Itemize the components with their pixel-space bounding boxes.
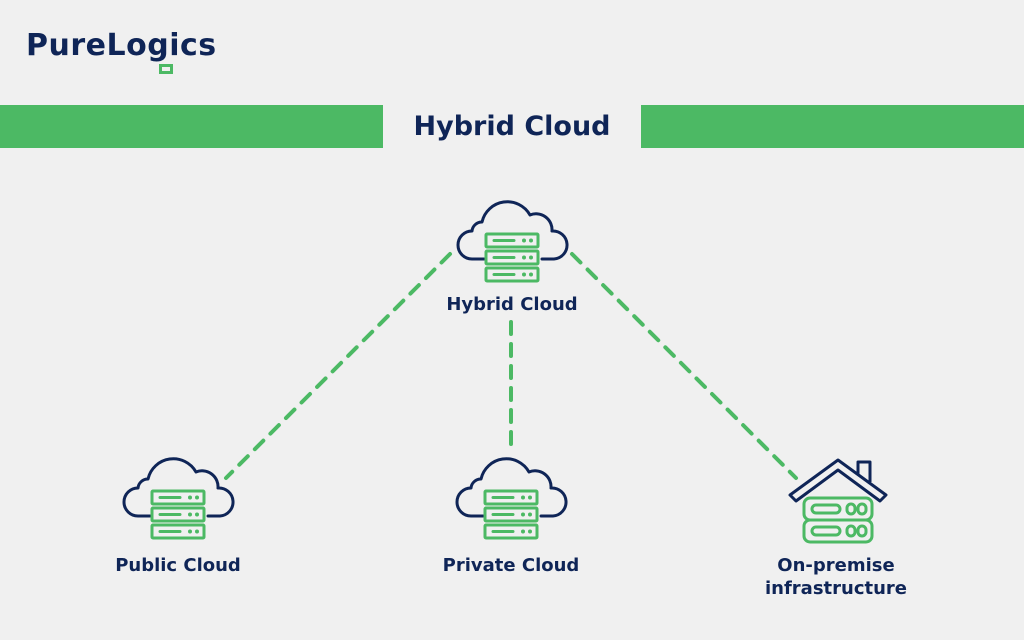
on-premise-label-line2: infrastructure xyxy=(764,578,908,599)
logo-text: PureLogics xyxy=(26,28,217,63)
hub-cloud-server-icon xyxy=(456,200,569,283)
on-premise-label-line1: On-premise xyxy=(777,555,895,576)
page-title: Hybrid Cloud xyxy=(413,111,611,142)
hub-label: Hybrid Cloud xyxy=(446,294,578,315)
banner-bar-right xyxy=(641,105,1024,148)
connector-on-premise xyxy=(570,252,798,480)
private-cloud-server-icon xyxy=(455,457,568,540)
public-cloud-server-icon xyxy=(122,457,235,540)
banner-bar-left xyxy=(0,105,383,148)
private-cloud-label: Private Cloud xyxy=(442,555,580,576)
house-server-icon xyxy=(788,458,888,544)
logo-square-mark xyxy=(159,64,173,74)
public-cloud-label: Public Cloud xyxy=(115,555,241,576)
connector-public-cloud xyxy=(224,252,452,480)
